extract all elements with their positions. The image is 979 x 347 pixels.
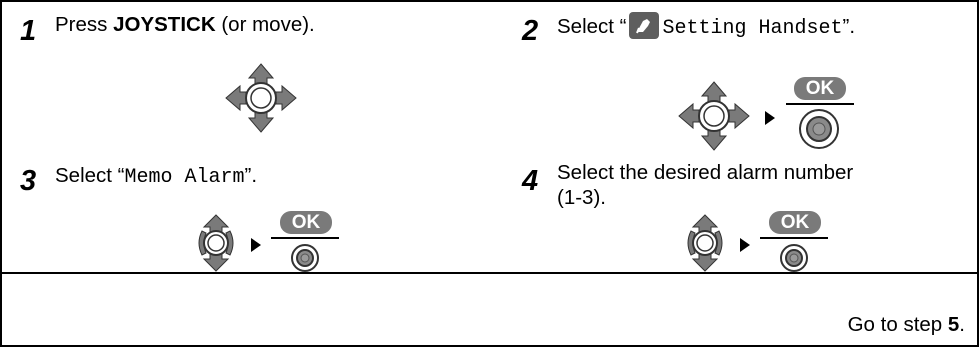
- step-2-text: Select “Setting Handset”.: [557, 12, 855, 41]
- ok-button-icon: [780, 244, 808, 272]
- ok-divider: [786, 103, 854, 105]
- arrow-right-icon: [251, 238, 261, 252]
- ok-divider: [271, 237, 339, 239]
- step-3-number: 3: [20, 165, 37, 197]
- ok-label: OK: [280, 211, 332, 234]
- section-divider: [0, 272, 979, 274]
- footer-text: Go to step 5.: [847, 313, 965, 336]
- arrow-right-icon: [765, 111, 775, 125]
- arrow-right-icon: [740, 238, 750, 252]
- ok-button-icon: [291, 244, 319, 272]
- step-1-text: Press JOYSTICK (or move).: [55, 13, 315, 36]
- ok-label: OK: [794, 77, 846, 100]
- step-4-text: Select the desired alarm number (1-3).: [557, 161, 854, 209]
- step-4-number: 4: [522, 165, 539, 197]
- ok-label: OK: [769, 211, 821, 234]
- joystick-4way-icon: [225, 63, 297, 133]
- joystick-4way-icon: [678, 81, 750, 151]
- setting-handset-icon: [628, 12, 659, 39]
- ok-divider: [760, 237, 828, 239]
- step-2-number: 2: [522, 15, 539, 47]
- step-1-number: 1: [20, 15, 37, 47]
- joystick-updown-icon: [198, 214, 234, 272]
- joystick-updown-icon: [687, 214, 723, 272]
- ok-button-icon: [799, 109, 839, 149]
- step-3-text: Select “Memo Alarm”.: [55, 164, 258, 189]
